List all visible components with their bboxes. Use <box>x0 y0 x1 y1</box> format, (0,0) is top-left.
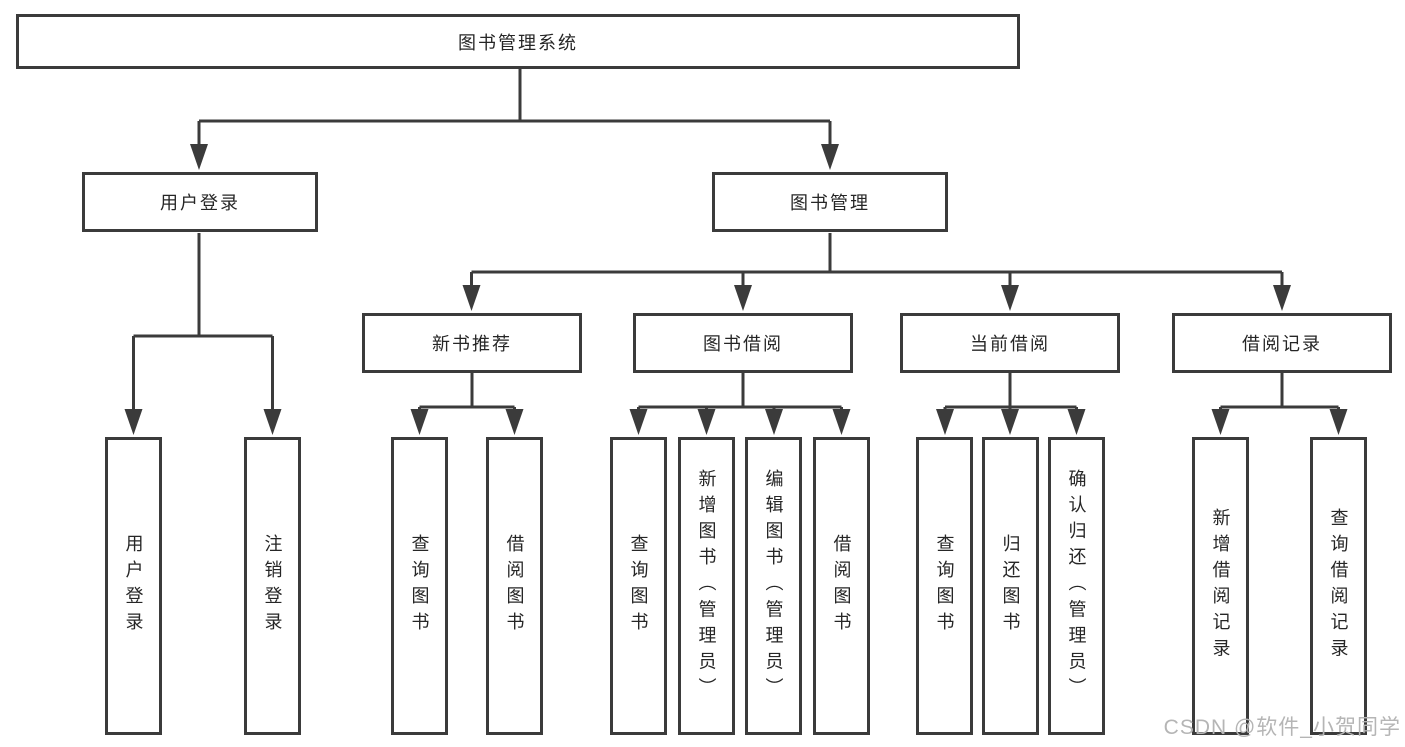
leaf-add-books-admin: 新增图书（管理员） <box>678 437 735 735</box>
arrow-down-icon <box>462 285 481 311</box>
node-new-book-recommend: 新书推荐 <box>362 313 582 373</box>
leaf-return-books: 归还图书 <box>982 437 1039 735</box>
leaf-query-borrow-record: 查询借阅记录 <box>1310 437 1367 735</box>
node-library-system: 图书管理系统 <box>16 14 1020 69</box>
arrow-down-icon <box>936 409 954 435</box>
node-borrow-records: 借阅记录 <box>1172 313 1392 373</box>
leaf-query-books-borrow: 查询图书 <box>610 437 667 735</box>
leaf-add-borrow-record: 新增借阅记录 <box>1192 437 1249 735</box>
leaf-query-books-current: 查询图书 <box>916 437 973 735</box>
arrow-down-icon <box>1067 409 1086 435</box>
node-current-borrow: 当前借阅 <box>900 313 1120 373</box>
leaf-borrow-books: 借阅图书 <box>813 437 870 735</box>
arrow-down-icon <box>124 409 143 435</box>
arrow-down-icon <box>821 144 839 170</box>
arrow-down-icon <box>410 409 429 435</box>
arrow-down-icon <box>734 285 752 311</box>
arrowheads <box>124 144 1348 435</box>
arrow-down-icon <box>1329 409 1348 435</box>
arrow-down-icon <box>505 409 524 435</box>
leaf-user-login: 用户登录 <box>105 437 162 735</box>
arrow-down-icon <box>1001 285 1019 311</box>
arrow-down-icon <box>832 409 851 435</box>
arrow-down-icon <box>1001 409 1019 435</box>
arrow-down-icon <box>263 409 282 435</box>
node-user-login: 用户登录 <box>82 172 318 232</box>
leaf-confirm-return-admin: 确认归还（管理员） <box>1048 437 1105 735</box>
node-book-management: 图书管理 <box>712 172 948 232</box>
arrow-down-icon <box>697 409 716 435</box>
leaf-borrow-books-recommend: 借阅图书 <box>486 437 543 735</box>
leaf-logout: 注销登录 <box>244 437 301 735</box>
arrow-down-icon <box>190 144 208 170</box>
leaf-edit-books-admin: 编辑图书（管理员） <box>745 437 802 735</box>
arrow-down-icon <box>1211 409 1230 435</box>
leaf-query-books-recommend: 查询图书 <box>391 437 448 735</box>
arrow-down-icon <box>629 409 648 435</box>
csdn-watermark: CSDN @软件_小贺同学 <box>1163 716 1401 739</box>
arrow-down-icon <box>1273 285 1291 311</box>
arrow-down-icon <box>765 409 783 435</box>
node-book-borrow: 图书借阅 <box>633 313 853 373</box>
